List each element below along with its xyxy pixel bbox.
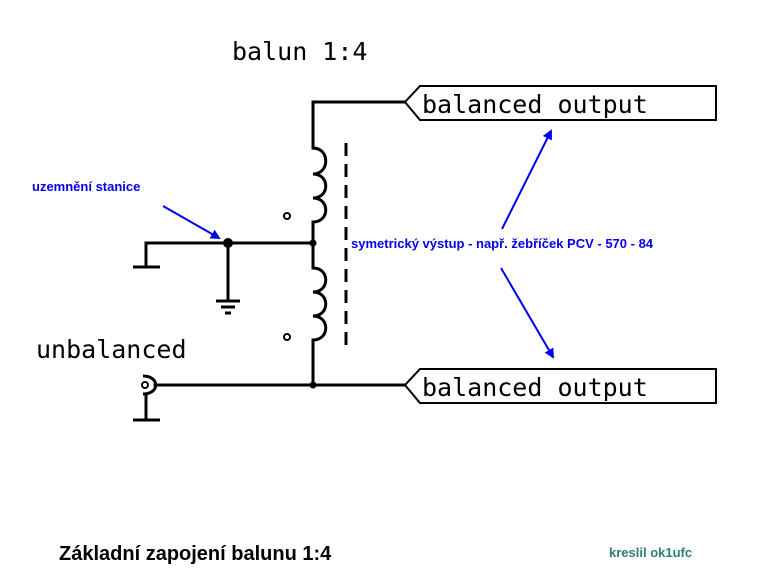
balanced-output-bottom-terminal: balanced output xyxy=(403,368,717,404)
coax-connector-icon xyxy=(133,374,160,422)
balanced-output-top-label: balanced output xyxy=(422,90,648,119)
author-credit: kreslil ok1ufc xyxy=(609,545,692,560)
earth-ground-icon xyxy=(216,243,240,315)
diagram-title: balun 1:4 xyxy=(232,37,367,66)
junction-bottom xyxy=(309,381,317,389)
polarity-dot-upper xyxy=(283,212,291,220)
balanced-output-top-terminal: balanced output xyxy=(403,85,717,121)
lower-winding xyxy=(311,241,328,387)
balanced-output-bottom-label: balanced output xyxy=(422,373,648,402)
unbalanced-label: unbalanced xyxy=(36,335,187,364)
station-ground-label: uzemnění stanice xyxy=(32,179,140,194)
junction-center-tap xyxy=(309,239,317,247)
wire-center-tap xyxy=(144,241,315,269)
upper-winding xyxy=(311,146,328,245)
polarity-dot-lower xyxy=(283,333,291,341)
arrow-to-top-output xyxy=(501,129,552,230)
arrow-to-bottom-output xyxy=(500,267,555,359)
caption: Základní zapojení balunu 1:4 xyxy=(59,543,332,565)
wire-top xyxy=(311,100,406,150)
station-ground-arrow xyxy=(162,205,221,239)
symmetric-output-note: symetrický výstup - např. žebříček PCV -… xyxy=(351,236,654,251)
